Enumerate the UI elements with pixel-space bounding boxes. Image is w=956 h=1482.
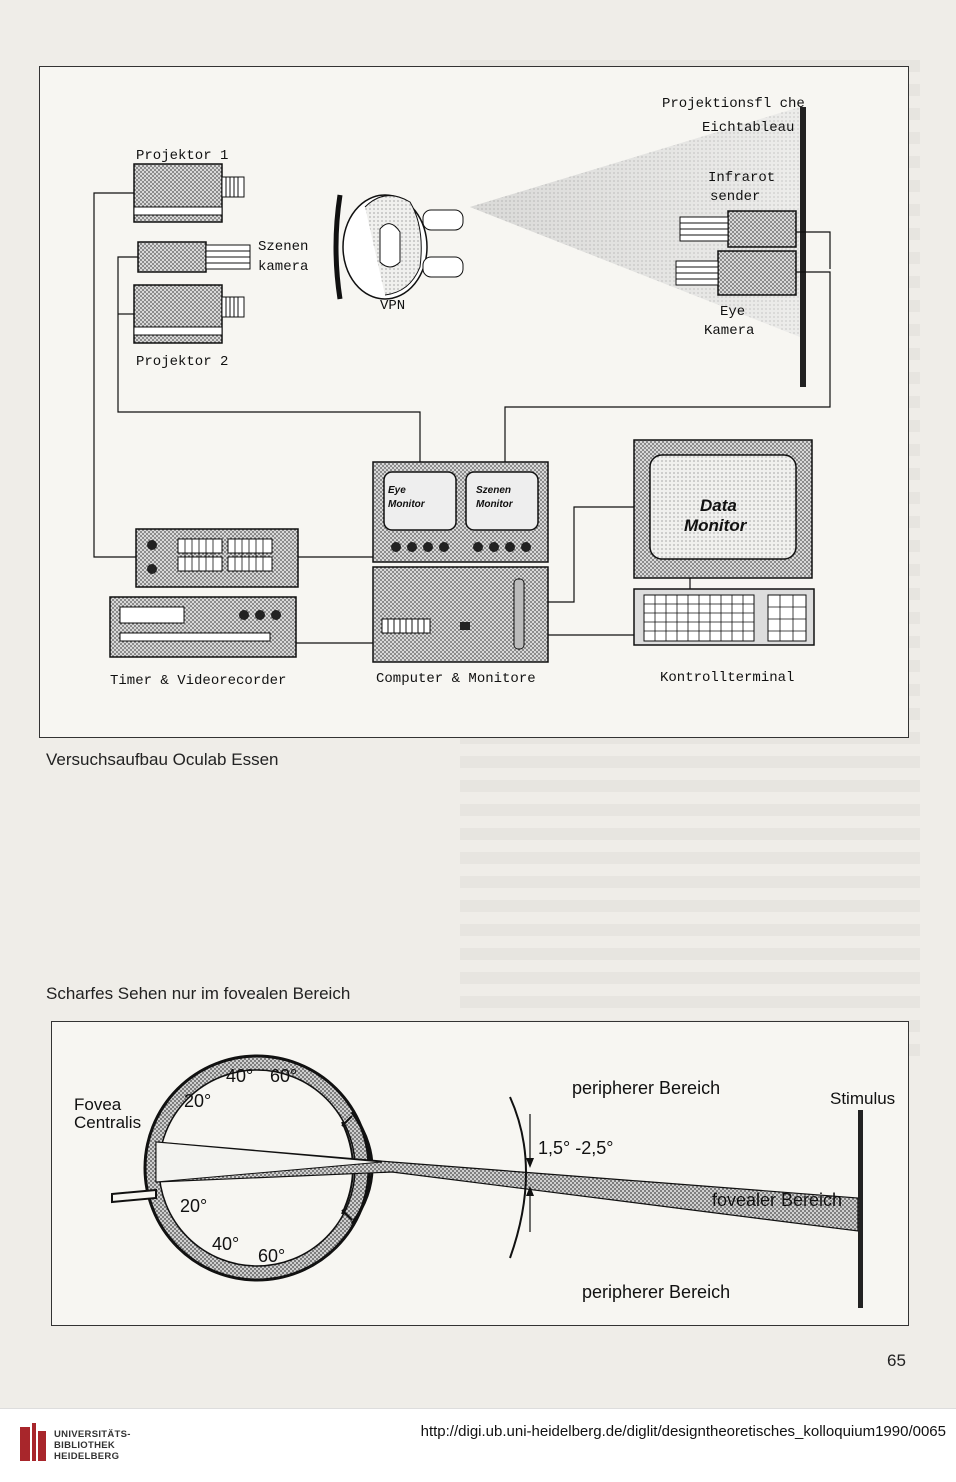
scanned-page: Projektor 1 Szenen kamera Projektor 2 (39, 60, 920, 1370)
computer-monitors-unit (372, 461, 549, 663)
projektor-2 (133, 284, 245, 344)
label-fovealer: fovealer Bereich (712, 1190, 842, 1210)
label-angle: 1,5° -2,5° (538, 1138, 613, 1158)
library-line-3: HEIDELBERG (54, 1451, 120, 1462)
szenen-monitor-line-1: Szenen (476, 485, 511, 496)
szenen-monitor-line-2: Monitor (476, 499, 514, 510)
timer-unit (135, 528, 299, 588)
deg-40-top: 40° (226, 1066, 253, 1086)
stimulus-bar (858, 1110, 863, 1308)
label-peripherer-bottom: peripherer Bereich (582, 1282, 730, 1302)
label-kontrollterminal: Kontrollterminal (660, 670, 794, 686)
label-szenen: Szenen (258, 239, 308, 255)
figure-foveal-vision: 40° 60° 20° 20° 40° 60° Fovea Centralis … (51, 1021, 909, 1326)
eye-kamera (675, 250, 797, 296)
label-stimulus: Stimulus (830, 1089, 895, 1108)
vpn-person (333, 194, 464, 300)
label-eye-kamera: Kamera (704, 323, 754, 339)
library-logo-icon (20, 1423, 46, 1461)
figure-oculab-setup: Projektor 1 Szenen kamera Projektor 2 (39, 66, 909, 738)
source-url-link[interactable]: http://digi.ub.uni-heidelberg.de/diglit/… (420, 1423, 946, 1440)
projection-screen (800, 107, 806, 387)
projektor-1 (133, 163, 245, 223)
library-name: UNIVERSITÄTS- BIBLIOTHEK HEIDELBERG (54, 1429, 131, 1462)
label-computer-monitore: Computer & Monitore (376, 671, 536, 687)
videorecorder-unit (109, 596, 297, 658)
deg-40-bottom: 40° (212, 1234, 239, 1254)
label-kamera: kamera (258, 259, 308, 275)
infrarot-sender (679, 210, 797, 248)
data-monitor-line-1: Data (700, 496, 737, 515)
label-eye: Eye (720, 304, 745, 320)
label-projektor-2: Projektor 2 (136, 354, 228, 370)
data-monitor (633, 439, 813, 579)
label-sender: sender (710, 189, 760, 205)
deg-60-bottom: 60° (258, 1246, 285, 1266)
label-eichtableau: Eichtableau (702, 120, 794, 136)
eye-monitor-line-2: Monitor (388, 499, 426, 510)
label-timer-videorecorder: Timer & Videorecorder (110, 673, 286, 689)
caption-figure-1: Versuchsaufbau Oculab Essen (46, 750, 279, 769)
label-fovea: Fovea (74, 1095, 122, 1114)
cables (93, 192, 831, 644)
label-infrarot: Infrarot (708, 170, 775, 186)
eye-monitor-line-1: Eye (388, 485, 406, 496)
szenen-kamera (137, 241, 251, 273)
label-vpn: VPN (380, 298, 405, 314)
deg-20-top: 20° (184, 1091, 211, 1111)
caption-figure-2: Scharfes Sehen nur im fovealen Bereich (46, 984, 351, 1003)
label-projektor-1: Projektor 1 (136, 148, 228, 164)
keyboard (633, 588, 815, 646)
deg-60-top: 60° (270, 1066, 297, 1086)
deg-20-bottom: 20° (180, 1196, 207, 1216)
label-peripherer-top: peripherer Bereich (572, 1078, 720, 1098)
peripheral-arc (509, 1096, 527, 1259)
data-monitor-line-2: Monitor (684, 516, 748, 535)
footer-bar: UNIVERSITÄTS- BIBLIOTHEK HEIDELBERG http… (0, 1408, 956, 1482)
page-number: 65 (887, 1351, 906, 1370)
label-centralis: Centralis (74, 1113, 141, 1132)
library-line-2: BIBLIOTHEK (54, 1440, 116, 1451)
library-line-1: UNIVERSITÄTS- (54, 1429, 131, 1440)
label-projektionsflaeche: Projektionsfl che (662, 96, 805, 112)
